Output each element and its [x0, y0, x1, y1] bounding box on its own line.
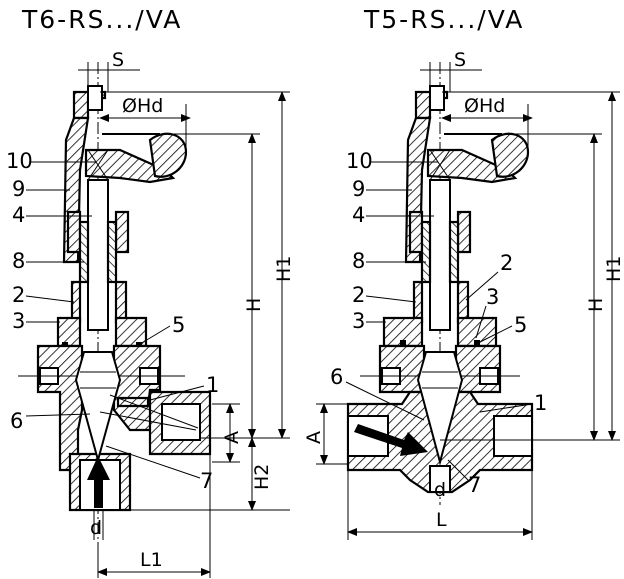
- right-label-8: 8: [352, 249, 365, 273]
- right-seal-left: [400, 340, 406, 348]
- right-label-9: 9: [352, 177, 365, 201]
- right-label-7: 7: [468, 473, 481, 497]
- left-valve-view: T6-RS.../VA: [6, 5, 295, 578]
- right-d-label: d: [434, 479, 446, 501]
- left-h-label: H: [243, 298, 265, 312]
- right-seal-right: [474, 340, 480, 348]
- right-title: T5-RS.../VA: [363, 5, 524, 34]
- left-leader-1: [149, 385, 205, 401]
- right-label-10: 10: [346, 149, 373, 173]
- right-stem: [429, 179, 451, 331]
- left-union-left: [56, 316, 82, 348]
- right-outlet-bore: [493, 415, 533, 457]
- right-leader-2: [365, 295, 417, 303]
- right-leader-2b: [465, 271, 499, 301]
- right-lever-cap: [429, 85, 445, 111]
- left-s-label: S: [112, 49, 124, 71]
- left-packing-left: [66, 210, 82, 254]
- left-flow-center2: [99, 411, 197, 431]
- left-label-8: 8: [12, 249, 25, 273]
- right-label-1: 1: [534, 391, 547, 415]
- left-thread-right: [106, 220, 118, 284]
- right-label-2b: 2: [500, 251, 513, 275]
- right-thread-left: [420, 220, 432, 284]
- left-hd-label: ØHd: [122, 95, 163, 117]
- right-leader-6: [345, 381, 425, 421]
- right-leader-5: [479, 325, 513, 343]
- left-label-7: 7: [200, 469, 213, 493]
- left-label-9: 9: [12, 177, 25, 201]
- left-body-right-inner: [116, 396, 150, 408]
- left-label-3: 3: [12, 309, 25, 333]
- right-packing-left: [408, 210, 424, 254]
- right-leader-3b: [475, 305, 487, 339]
- right-bonnet-right: [456, 280, 470, 324]
- right-label-3b: 3: [486, 285, 499, 309]
- left-bonnet-right: [114, 280, 128, 324]
- left-h1-label: H1: [273, 256, 295, 282]
- left-a-label: A: [221, 431, 243, 444]
- right-thread-right: [448, 220, 460, 284]
- right-label-2: 2: [352, 283, 365, 307]
- left-label-2: 2: [12, 283, 25, 307]
- right-drain-bore: [429, 465, 451, 493]
- right-hd-label: ØHd: [464, 95, 505, 117]
- left-stem: [87, 179, 109, 331]
- left-h2-label: H2: [251, 464, 273, 490]
- left-needle: [74, 351, 122, 464]
- left-leader-2: [25, 295, 75, 303]
- left-flow-center1: [109, 394, 199, 429]
- right-l-label: L: [436, 509, 447, 531]
- left-l1-label: L1: [140, 549, 163, 571]
- left-packing-right: [114, 210, 130, 254]
- left-label-10: 10: [6, 149, 33, 173]
- left-handle-knob: [148, 132, 188, 178]
- left-union-right: [114, 316, 148, 348]
- left-label-4: 4: [12, 203, 25, 227]
- left-d-label: d: [90, 517, 102, 539]
- left-flow-arrow-shaft: [94, 476, 103, 508]
- left-label-5: 5: [172, 313, 185, 337]
- right-a-label: A: [303, 431, 325, 444]
- right-label-3: 3: [352, 309, 365, 333]
- right-needle: [416, 351, 464, 466]
- left-label-6: 6: [10, 409, 23, 433]
- right-valve-view: T5-RS.../VA: [303, 5, 624, 540]
- left-leader-5: [139, 325, 171, 345]
- right-handle-bar: [426, 148, 518, 184]
- left-leader-6: [25, 413, 91, 417]
- left-thread-left: [78, 220, 90, 284]
- right-leader-1: [479, 403, 533, 413]
- left-leader-7: [105, 445, 201, 479]
- right-h1-label: H1: [603, 256, 624, 282]
- right-handle-knob: [490, 132, 530, 178]
- right-label-4: 4: [352, 203, 365, 227]
- right-leader-7: [447, 459, 469, 481]
- left-body-left: [36, 344, 84, 472]
- right-flow-arrow: [354, 424, 428, 456]
- right-label-6: 6: [330, 365, 343, 389]
- right-stem-x2: [429, 149, 451, 181]
- right-label-5: 5: [514, 313, 527, 337]
- left-flow-arrow-head: [87, 456, 110, 480]
- right-h-label: H: [585, 298, 607, 312]
- left-handle-bar: [84, 148, 176, 184]
- left-title: T6-RS.../VA: [21, 5, 182, 34]
- right-s-label: S: [454, 49, 466, 71]
- left-stem-x2: [87, 149, 109, 181]
- left-label-1: 1: [206, 373, 219, 397]
- left-lever-cap: [87, 85, 103, 111]
- right-packing-right: [456, 210, 472, 254]
